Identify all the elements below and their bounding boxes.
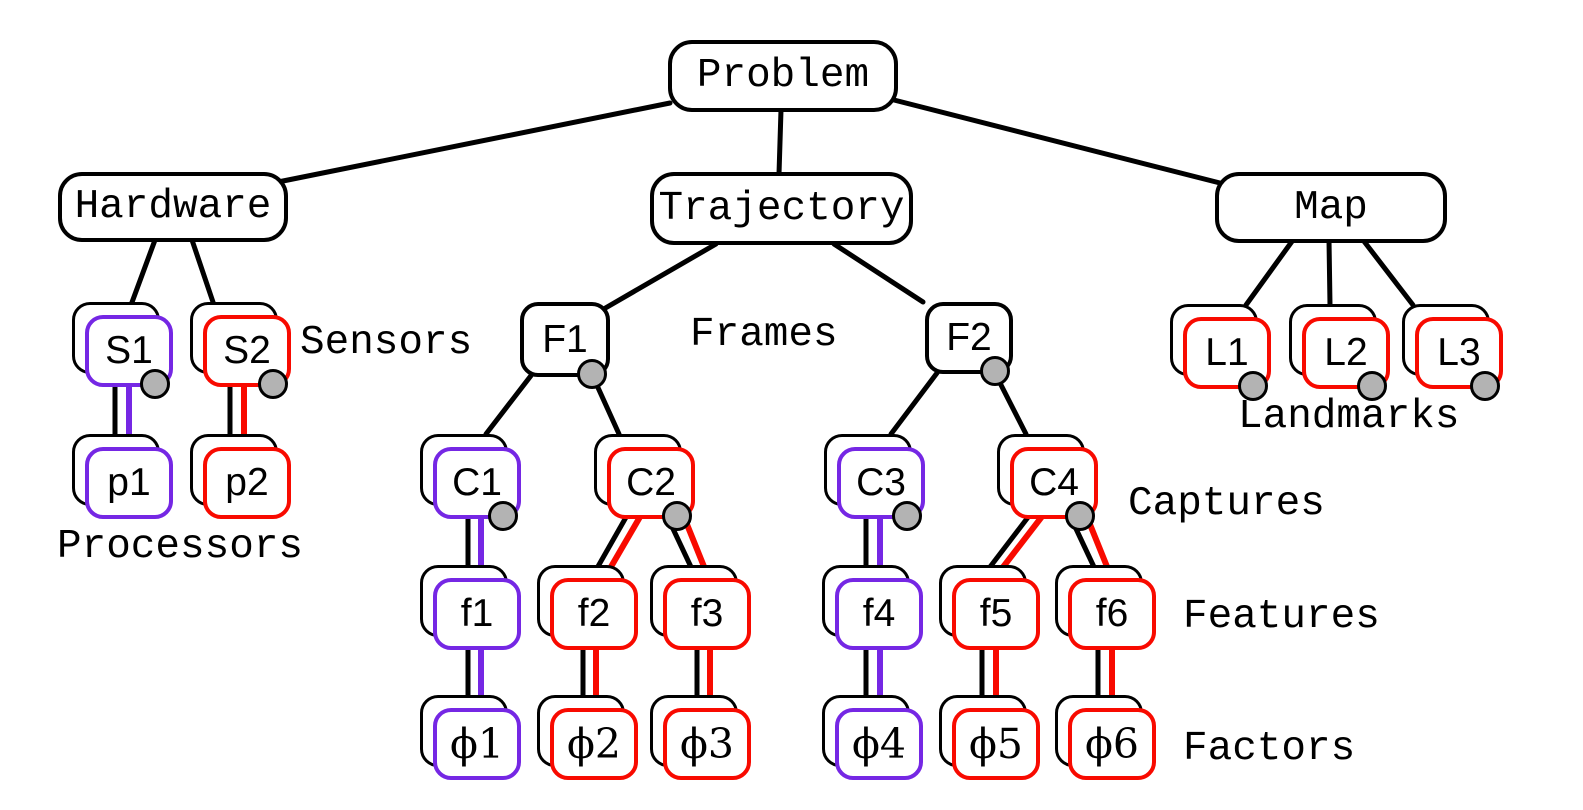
- node-fac3-box: ϕ3: [663, 708, 751, 780]
- marker-dot-icon: [892, 501, 922, 531]
- edge-map-l2: [1326, 237, 1333, 308]
- edge-problem-hardware: [275, 100, 673, 185]
- edge-hardware-s2: [189, 237, 217, 308]
- node-fac2: ϕ2: [537, 695, 638, 780]
- node-s2: S2: [190, 302, 291, 399]
- edge-f2-c3: [888, 370, 940, 437]
- marker-dot-icon: [258, 369, 288, 399]
- node-fac1: ϕ1: [420, 695, 521, 780]
- node-l3: L3: [1402, 304, 1503, 401]
- node-feat2: f2: [537, 565, 638, 650]
- node-feat3: f3: [650, 565, 751, 650]
- edge-problem-trajectory: [776, 107, 784, 177]
- node-feat6: f6: [1055, 565, 1156, 650]
- black-tree-edges: [128, 97, 1416, 437]
- node-fac5: ϕ5: [939, 695, 1040, 780]
- node-feat2-box: f2: [550, 578, 638, 650]
- edge-problem-map: [891, 97, 1223, 186]
- annotation-features: Features: [1183, 594, 1380, 640]
- annotation-sensors: Sensors: [300, 320, 473, 366]
- marker-dot-icon: [577, 359, 607, 389]
- node-l2: L2: [1289, 304, 1390, 401]
- edge-f2-c4: [996, 378, 1029, 437]
- node-feat1-box: f1: [433, 578, 521, 650]
- annotation-captures: Captures: [1128, 481, 1325, 527]
- marker-dot-icon: [980, 356, 1010, 386]
- node-map: Map: [1215, 172, 1447, 243]
- node-c2: C2: [594, 434, 695, 531]
- node-hardware: Hardware: [58, 172, 288, 242]
- annotation-factors: Factors: [1183, 726, 1356, 772]
- annotation-frames: Frames: [690, 312, 838, 358]
- node-s1: S1: [72, 302, 173, 399]
- edge-map-l1: [1243, 237, 1296, 308]
- edge-trajectory-f2: [831, 241, 926, 305]
- node-feat5-box: f5: [952, 578, 1040, 650]
- node-p1: p1: [72, 434, 173, 519]
- node-feat4-box: f4: [835, 578, 923, 650]
- node-c1: C1: [420, 434, 521, 531]
- node-fac4-box: ϕ4: [835, 708, 923, 780]
- node-p2: p2: [190, 434, 291, 519]
- node-f1: F1: [520, 302, 610, 389]
- node-feat1: f1: [420, 565, 521, 650]
- node-l1-box: L1: [1183, 317, 1271, 389]
- node-c3: C3: [824, 434, 925, 531]
- marker-dot-icon: [1065, 501, 1095, 531]
- node-p1-box: p1: [85, 447, 173, 519]
- node-fac1-box: ϕ1: [433, 708, 521, 780]
- node-trajectory-label: Trajectory: [658, 185, 905, 232]
- node-fac4: ϕ4: [822, 695, 923, 780]
- node-feat3-box: f3: [663, 578, 751, 650]
- node-l2-box: L2: [1302, 317, 1390, 389]
- node-s2-box: S2: [203, 315, 291, 387]
- marker-dot-icon: [1470, 371, 1500, 401]
- marker-dot-icon: [140, 369, 170, 399]
- node-feat5: f5: [939, 565, 1040, 650]
- node-fac3: ϕ3: [650, 695, 751, 780]
- edge-f1-c1: [483, 370, 536, 437]
- node-problem: Problem: [668, 40, 898, 112]
- node-fac6: ϕ6: [1055, 695, 1156, 780]
- annotation-processors: Processors: [57, 524, 304, 570]
- node-l1: L1: [1170, 304, 1271, 401]
- node-p2-box: p2: [203, 447, 291, 519]
- edge-map-l3: [1360, 237, 1416, 308]
- marker-dot-icon: [1357, 371, 1387, 401]
- node-fac2-box: ϕ2: [550, 708, 638, 780]
- edge-trajectory-f1: [599, 241, 719, 313]
- node-map-label: Map: [1294, 184, 1368, 231]
- node-fac5-box: ϕ5: [952, 708, 1040, 780]
- edge-f1-c2: [592, 378, 622, 437]
- marker-dot-icon: [1238, 371, 1268, 401]
- annotation-landmarks: Landmarks: [1238, 394, 1460, 440]
- node-l3-box: L3: [1415, 317, 1503, 389]
- node-f2: F2: [925, 302, 1013, 386]
- node-trajectory: Trajectory: [650, 172, 913, 245]
- node-c4: C4: [997, 434, 1098, 531]
- edge-hardware-s1: [128, 237, 158, 308]
- node-hardware-label: Hardware: [74, 184, 272, 230]
- node-fac6-box: ϕ6: [1068, 708, 1156, 780]
- node-feat4: f4: [822, 565, 923, 650]
- marker-dot-icon: [662, 501, 692, 531]
- node-feat6-box: f6: [1068, 578, 1156, 650]
- marker-dot-icon: [488, 501, 518, 531]
- node-problem-label: Problem: [696, 53, 870, 99]
